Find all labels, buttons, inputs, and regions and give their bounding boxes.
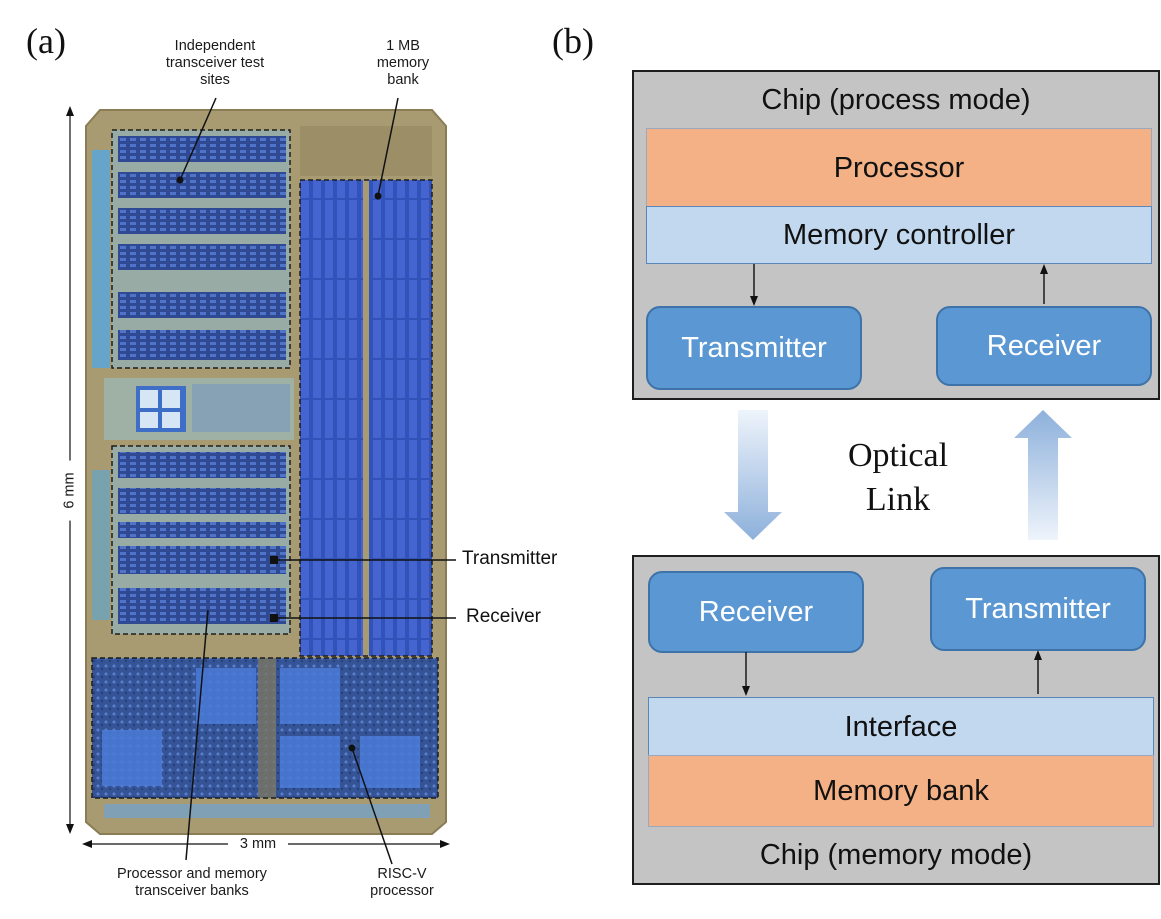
bottom-receiver-block: Receiver [648,571,864,653]
process-mode-chip: Chip (process mode) Processor Memory con… [632,70,1160,400]
memory-controller-block: Memory controller [646,206,1152,264]
test-sites-label: Independent transceiver test sites [165,38,265,89]
panel-a-label: (a) [26,21,66,61]
width-dimension-label: 3 mm [228,836,288,854]
processor-banks-label: Processor and memory transceiver banks [117,866,267,900]
receiver-callout: Receiver [466,606,541,627]
process-mode-chip-title: Chip (process mode) [761,84,1031,116]
height-dimension-label: 6 mm [61,460,79,521]
memory-mode-chip: Receiver Transmitter Interface Memory ba… [632,555,1160,885]
optical-link-label: Optical Link [818,434,978,522]
memory-bank-label: 1 MB memory bank [376,38,430,89]
riscv-label: RISC-V processor [370,866,434,900]
top-transmitter-block: Transmitter [646,306,862,390]
optical-down-arrow [724,410,782,540]
chip-die-photo [66,97,456,865]
interface-block: Interface [648,697,1154,757]
top-receiver-block: Receiver [936,306,1152,386]
memory-mode-chip-title: Chip (memory mode) [759,839,1033,871]
processor-block: Processor [646,128,1152,208]
panel-b-label: (b) [552,21,594,61]
transmitter-callout: Transmitter [462,548,558,569]
optical-link-line1: Optical [847,437,949,474]
optical-up-arrow [1014,410,1072,540]
bottom-transmitter-block: Transmitter [930,567,1146,651]
optical-link-line2: Link [865,481,931,519]
memory-bank-block: Memory bank [648,755,1154,827]
